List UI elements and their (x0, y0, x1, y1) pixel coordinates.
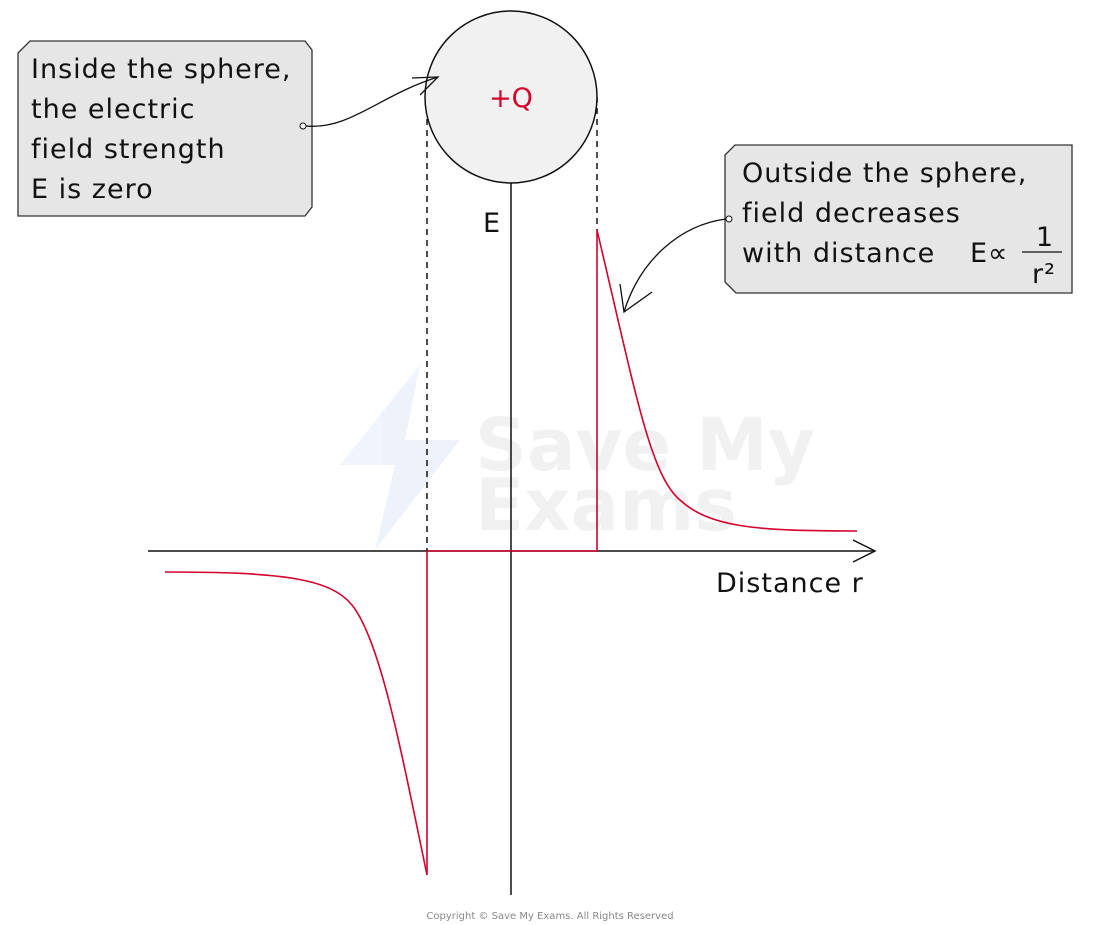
arrowhead-icon (619, 283, 653, 314)
copyright-text: Copyright © Save My Exams. All Rights Re… (426, 911, 673, 922)
callout-inside-line: E is zero (31, 174, 154, 205)
arrowhead-icon (411, 76, 440, 96)
field-outside-right-curve (596, 229, 858, 532)
watermark-text-1: Save My (475, 403, 815, 487)
x-axis-label: Distance r (716, 568, 864, 599)
y-axis-label: E (483, 208, 501, 239)
formula-numerator: 1 (1036, 222, 1054, 253)
formula-proportional: E∝ (970, 238, 1008, 269)
callout-inside-line: the electric (31, 94, 196, 125)
charged-sphere (424, 10, 598, 184)
callout-outside-arrow (623, 218, 727, 313)
callout-inside-arrow (305, 76, 439, 127)
callout-inside-line: field strength (31, 134, 226, 165)
callout-inside-line: Inside the sphere, (31, 54, 292, 85)
callout-outside: Outside the sphere, field decreases with… (619, 144, 1073, 314)
watermark: Save My Exams (340, 365, 815, 550)
field-outside-left-curve (164, 571, 428, 876)
callout-outside-line: field decreases (742, 198, 961, 229)
formula-denominator: r² (1032, 259, 1056, 290)
watermark-text-2: Exams (475, 463, 737, 547)
callout-outside-line: with distance (742, 238, 935, 269)
callout-inside: Inside the sphere, the electric field st… (17, 40, 440, 217)
sphere-charge-label: +Q (489, 83, 533, 114)
callout-outside-line: Outside the sphere, (742, 158, 1027, 189)
watermark-bolt-icon (340, 365, 460, 550)
x-axis-arrow-icon (852, 539, 877, 563)
